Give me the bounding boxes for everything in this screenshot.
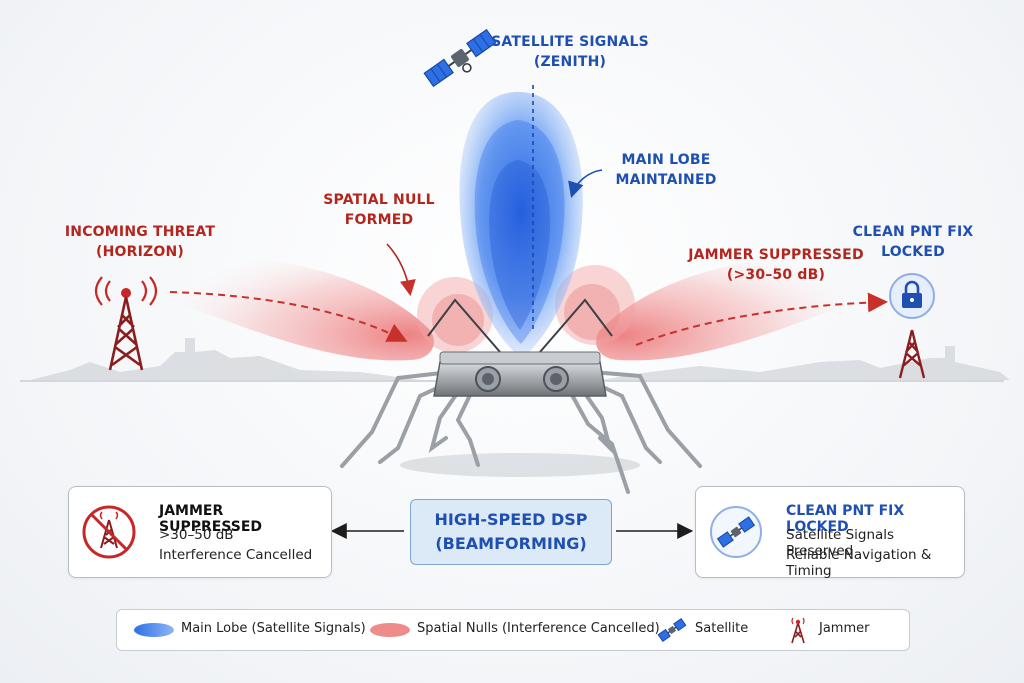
spatial-null-left <box>170 258 493 361</box>
main-lobe-pointer <box>568 169 603 199</box>
card-left-line1: >30–50 dB <box>159 527 234 543</box>
legend: Main Lobe (Satellite Signals) Spatial Nu… <box>116 609 910 651</box>
lock-icon <box>889 273 935 319</box>
legend-main-lobe: Main Lobe (Satellite Signals) <box>181 621 366 636</box>
card-right-line2: Reliable Navigation & Timing <box>786 547 932 579</box>
dsp-line2: (BEAMFORMING) <box>435 534 587 553</box>
main-lobe-swatch <box>134 623 174 637</box>
spatial-null-swatch <box>370 623 410 637</box>
incoming-threat-label: INCOMING THREAT(HORIZON) <box>64 224 216 260</box>
suppressed-arrow <box>635 292 888 346</box>
radio-tower-icon <box>94 276 158 371</box>
legend-satellite: Satellite <box>695 621 749 636</box>
legend-spatial-nulls: Spatial Nulls (Interference Cancelled) <box>417 621 660 636</box>
card-left-line2: Interference Cancelled <box>159 547 313 563</box>
dsp-beamforming-box: HIGH-SPEED DSP (BEAMFORMING) <box>410 499 612 565</box>
card-right-title: CLEAN PNT FIX LOCKED <box>786 503 905 535</box>
prohibited-tower-icon <box>82 505 136 559</box>
main-lobe <box>459 92 583 358</box>
spatial-null-pointer <box>386 243 416 297</box>
satellite-icon <box>710 506 762 558</box>
card-right-line1: Satellite Signals Preserved <box>786 527 895 559</box>
jammer-suppressed-label: JAMMER SUPPRESSED(>30–50 dB) <box>688 247 864 283</box>
clean-pnt-card: CLEAN PNT FIX LOCKED Satellite Signals P… <box>695 486 965 579</box>
satellite-icon <box>423 28 497 88</box>
dsp-line1: HIGH-SPEED DSP <box>434 510 588 529</box>
satellite-icon <box>657 617 687 643</box>
horizon-skyline <box>30 338 1010 380</box>
card-left-title: JAMMER SUPPRESSED <box>159 503 263 535</box>
radio-tower-icon <box>791 617 805 644</box>
jammer-suppressed-card: JAMMER SUPPRESSED >30–50 dB Interference… <box>68 486 332 578</box>
legend-jammer: Jammer <box>819 621 870 636</box>
antenna-device <box>340 298 702 494</box>
satellite-signals-label: SATELLITE SIGNALS(ZENITH) <box>491 34 649 70</box>
pnt-tower <box>898 329 926 379</box>
